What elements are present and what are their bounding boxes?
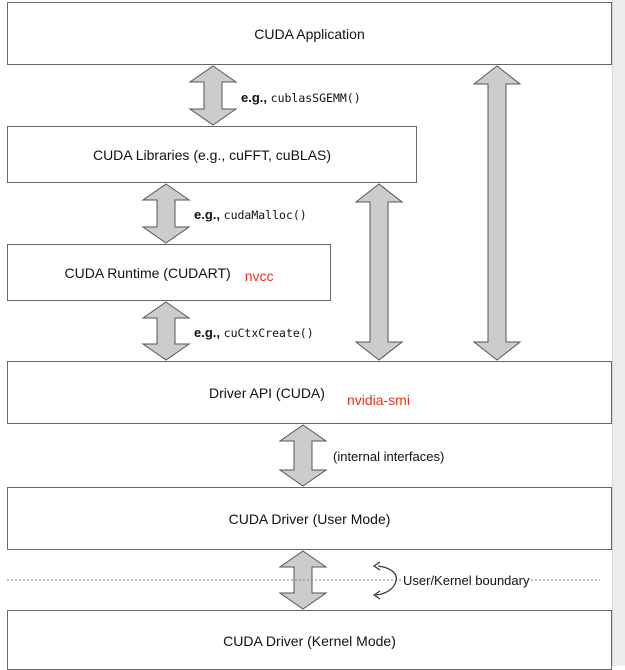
cuda-driver-user-label: CUDA Driver (User Mode): [228, 510, 391, 527]
boundary-label: User/Kernel boundary: [401, 573, 532, 588]
arrow3-label: e.g., cuCtxCreate(): [194, 325, 314, 340]
cuda-runtime-label: CUDA Runtime (CUDART): [64, 264, 231, 281]
double-arrow-driverapi-usermode: [278, 424, 328, 487]
double-arrow-libs-runtime: [141, 183, 191, 244]
cuda-driver-user-box: CUDA Driver (User Mode): [7, 487, 612, 550]
boundary-arrowhead-bottom: [372, 590, 381, 600]
nvidia-smi-annotation: nvidia-smi: [346, 391, 410, 408]
driver-api-box: Driver API (CUDA) nvidia-smi: [7, 361, 612, 424]
cuda-driver-kernel-box: CUDA Driver (Kernel Mode): [7, 610, 612, 670]
arrow1-label: e.g., cublasSGEMM(): [241, 90, 361, 105]
boundary-arrowhead-top: [372, 561, 381, 571]
double-arrow-usermode-kernelmode: [278, 550, 328, 610]
cuda-driver-kernel-label: CUDA Driver (Kernel Mode): [223, 633, 396, 649]
nvcc-annotation: nvcc: [244, 267, 274, 284]
long-arrow-libs-driverapi: [354, 183, 404, 361]
cuda-libraries-box: CUDA Libraries (e.g., cuFFT, cuBLAS): [7, 126, 417, 183]
double-arrow-app-libs: [188, 65, 238, 126]
arrow2-label: e.g., cudaMalloc(): [194, 207, 307, 222]
arrow4-label: (internal interfaces): [333, 449, 445, 464]
boundary-curve-arrow: [375, 565, 397, 596]
driver-api-label: Driver API (CUDA): [209, 384, 325, 401]
cuda-runtime-box: CUDA Runtime (CUDART) nvcc: [7, 244, 331, 301]
cuda-application-box: CUDA Application: [7, 2, 612, 65]
double-arrow-runtime-driverapi: [141, 301, 191, 361]
cuda-application-label: CUDA Application: [254, 25, 365, 42]
scrollbar-track[interactable]: [612, 0, 625, 666]
cuda-libraries-label: CUDA Libraries (e.g., cuFFT, cuBLAS): [92, 146, 332, 163]
long-arrow-app-driverapi: [472, 65, 522, 361]
